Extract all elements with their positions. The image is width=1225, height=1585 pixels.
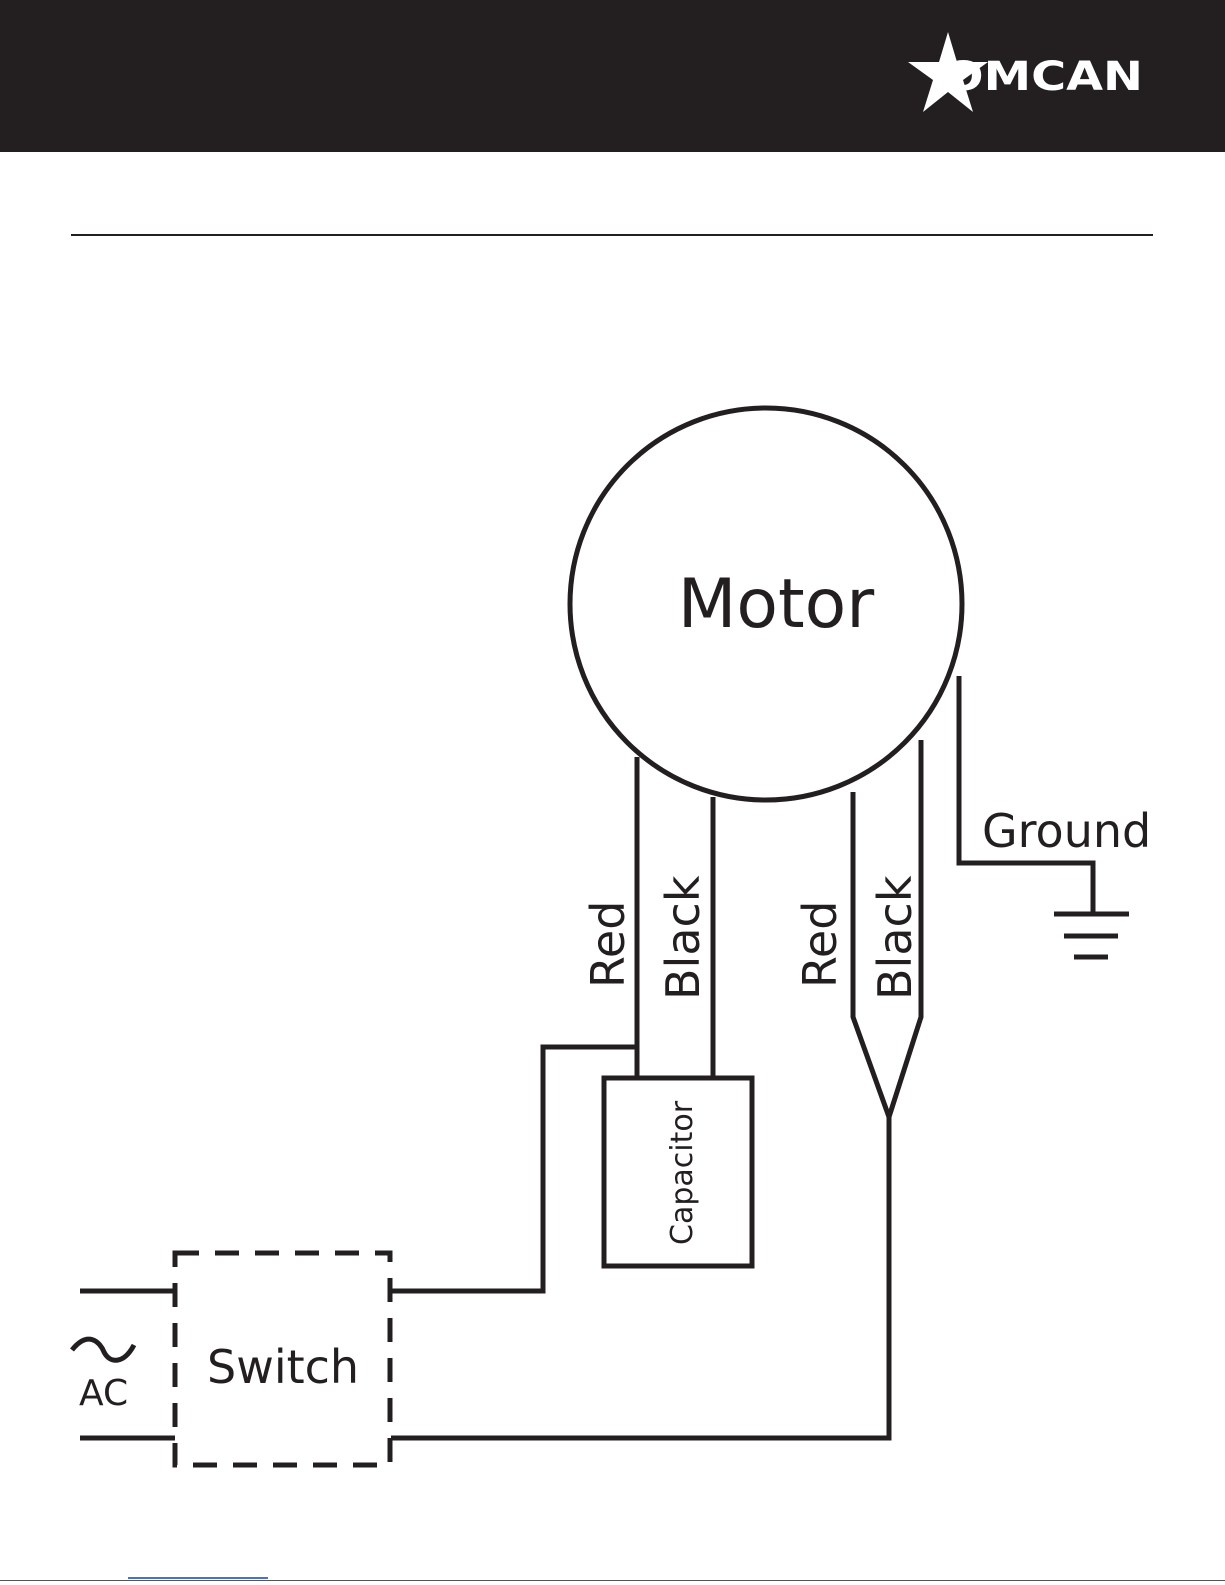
capacitor-label: Capacitor <box>665 1100 700 1245</box>
ground-label: Ground <box>982 804 1151 858</box>
switch-label: Switch <box>207 1340 359 1394</box>
ac-sine-icon <box>72 1339 134 1360</box>
ground-wire <box>959 676 1093 912</box>
wire-label-black-left: Black <box>656 875 710 1000</box>
ac-label: AC <box>79 1373 128 1414</box>
wire-label-red-left: Red <box>581 901 635 988</box>
wire-label-red-right: Red <box>793 901 847 988</box>
supply-wire-top <box>391 1047 637 1291</box>
supply-wire-bottom <box>391 1117 889 1438</box>
footer-line <box>0 1580 1225 1581</box>
footer-link-underline <box>128 1577 268 1579</box>
wire-label-black-right: Black <box>868 875 922 1000</box>
motor-label: Motor <box>678 565 875 644</box>
